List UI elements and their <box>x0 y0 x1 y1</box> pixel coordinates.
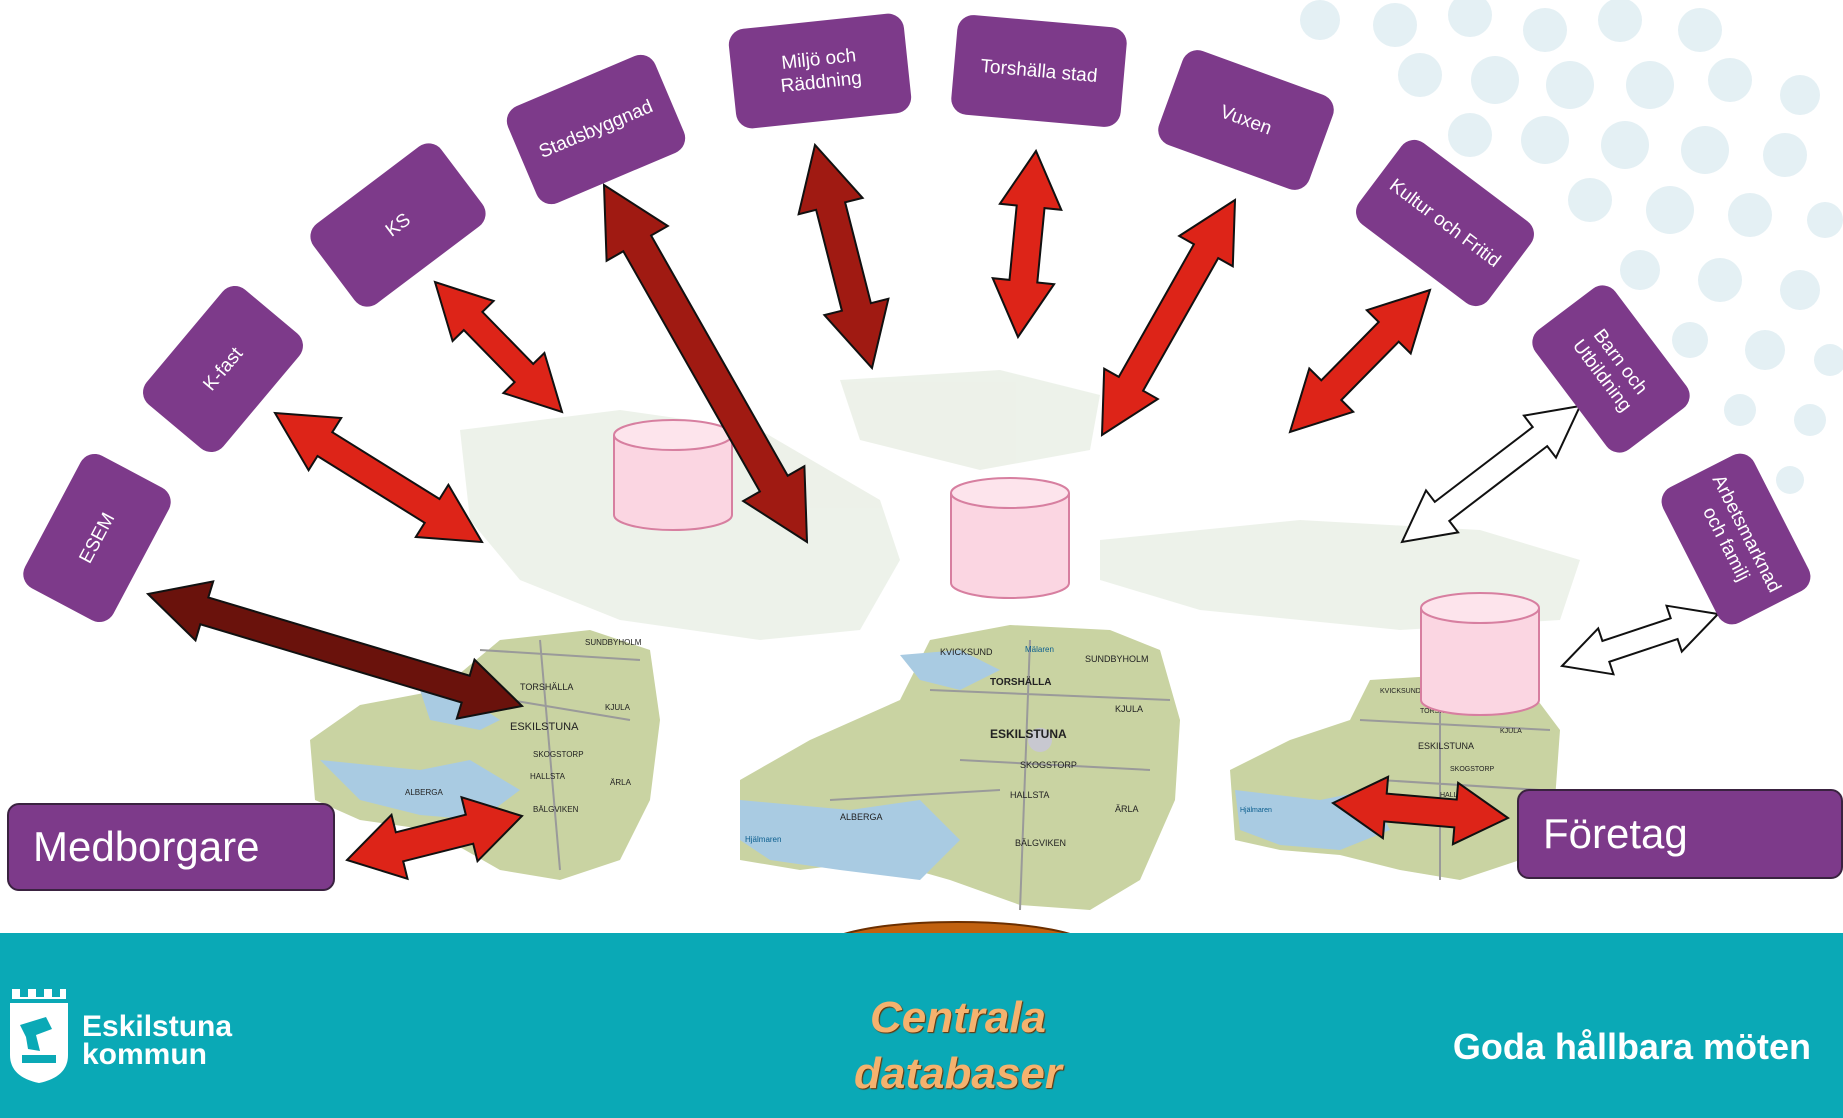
map-center-label-hallsta: HALLSTA <box>1010 790 1049 800</box>
department-box-torshalla: Torshälla stad <box>949 13 1129 129</box>
map-left-label-alberga: ALBERGA <box>405 788 443 797</box>
map-center-label-sundbyholm: SUNDBYHOLM <box>1085 654 1149 664</box>
map-left-label-torshalla: TORSHÄLLA <box>520 682 573 692</box>
map-right-label-hjalmaren: Hjälmaren <box>1240 807 1272 814</box>
department-label: Torshälla stad <box>979 55 1099 87</box>
map-left-label-skogstorp: SKOGSTORP <box>533 750 584 759</box>
map-left-label-arla: ÄRLA <box>610 778 632 787</box>
citizens-label: Medborgare <box>33 823 260 870</box>
map-center-label-skogstorp: SKOGSTORP <box>1020 760 1077 770</box>
department-label: ESEM <box>75 509 119 567</box>
eskilstuna-crest-icon <box>10 989 68 1083</box>
department-label: Miljö och Räddning <box>779 45 863 98</box>
arrow-miljo <box>797 142 890 371</box>
map-left-label-eskilstuna: ESKILSTUNA <box>510 721 579 733</box>
department-label: Stadsbyggnad <box>535 96 657 163</box>
db-cylinder-left <box>613 419 733 531</box>
map-right-label-eskilstuna: ESKILSTUNA <box>1418 741 1474 751</box>
arrow-vuxen <box>1100 198 1237 437</box>
arrow-citizens <box>345 795 524 881</box>
citizens-box: Medborgare <box>7 803 335 891</box>
map-background-faint <box>460 370 1580 640</box>
map-right-label-hallsta: HALLSTA <box>1440 792 1471 799</box>
tagline: Goda hållbara möten <box>1452 1026 1811 1067</box>
map-center-label-malaren: Mälaren <box>1025 645 1054 654</box>
arrow-arbetsmarknad <box>1559 604 1721 676</box>
arrow-barn <box>1400 404 1582 544</box>
map-left-label-sundbyholm: SUNDBYHOLM <box>585 638 642 647</box>
companies-box: Företag <box>1517 789 1843 879</box>
central-database-label: Centrala databaser <box>854 993 1062 1098</box>
db-cylinder-right <box>1420 592 1540 716</box>
arrow-stadsbyggnad <box>602 183 809 544</box>
map-center-label-balgviken: BÄLGVIKEN <box>1015 838 1066 848</box>
companies-label: Företag <box>1543 810 1688 857</box>
logo-line-2: kommun <box>82 1038 208 1071</box>
arrow-torshalla <box>991 148 1063 340</box>
db-cylinder-center <box>950 477 1070 599</box>
map-left-label-balgviken: BÄLGVIKEN <box>533 805 579 814</box>
map-right-label-skogstorp: SKOGSTORP <box>1450 766 1495 773</box>
department-label: KS <box>381 208 415 242</box>
arrow-kultur <box>1288 288 1432 434</box>
department-box-miljo: Miljö och Räddning <box>727 12 913 130</box>
arrow-layer <box>145 142 1721 881</box>
map-center: ESKILSTUNA TORSHÄLLA KVICKSUND Mälaren S… <box>740 625 1180 911</box>
map-center-label-kvicksund: KVICKSUND <box>940 647 993 657</box>
footer-band <box>0 933 1843 1118</box>
logo-text: Eskilstuna kommun <box>82 1010 233 1071</box>
logo-line-1: Eskilstuna <box>82 1010 233 1043</box>
map-center-label-arla: ÄRLA <box>1115 804 1139 814</box>
map-center-label-eskilstuna: ESKILSTUNA <box>990 727 1067 741</box>
department-label: Vuxen <box>1217 101 1275 139</box>
map-center-label-hjalmaren: Hjälmaren <box>745 835 781 844</box>
arrow-esem <box>145 580 525 720</box>
department-label: K-fast <box>199 343 247 395</box>
map-left-label-kjula: KJULA <box>605 703 631 712</box>
map-right-label-kjula: KJULA <box>1500 728 1522 735</box>
dot-pattern <box>1300 0 1843 494</box>
map-center-label-torshalla: TORSHÄLLA <box>990 675 1051 688</box>
arrow-companies <box>1331 775 1510 846</box>
arrow-ks <box>433 280 564 414</box>
arrow-kfast <box>273 411 484 544</box>
map-center-label-kjula: KJULA <box>1115 704 1143 714</box>
map-center-label-alberga: ALBERGA <box>840 812 883 822</box>
map-left-label-hallsta: HALLSTA <box>530 772 566 781</box>
map-right-label-kvicksund: KVICKSUND <box>1380 688 1421 695</box>
